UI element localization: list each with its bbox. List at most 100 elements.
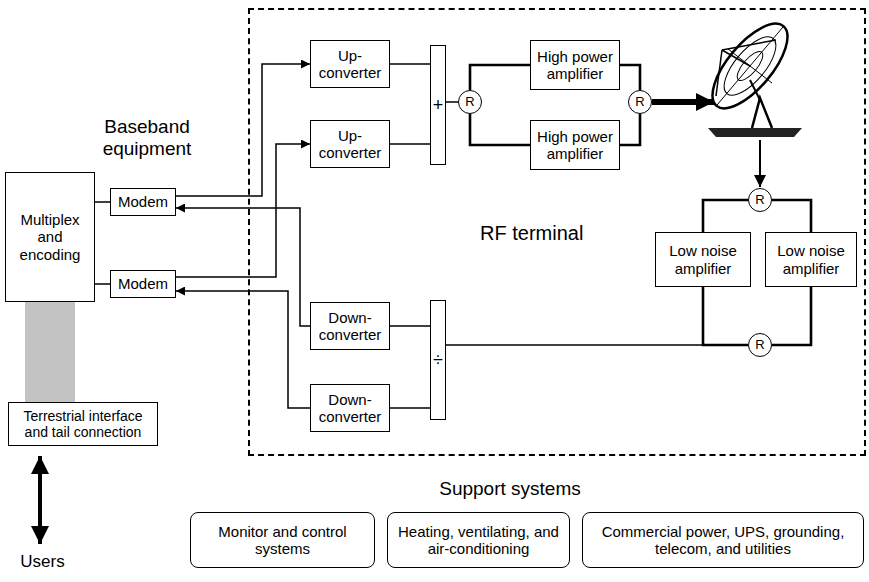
text-block: Up-converter <box>315 47 385 82</box>
signal-line <box>176 144 310 277</box>
feed-strut <box>722 40 776 50</box>
node-text: R <box>635 95 644 110</box>
feed-strut <box>716 50 722 96</box>
support-box: Commercial power, UPS, grounding, teleco… <box>582 512 864 568</box>
signal-line <box>703 287 748 345</box>
text-block: Modem <box>118 193 168 210</box>
text-block: Multiplex and encoding <box>10 211 90 263</box>
node-text: Down-converter <box>315 309 385 344</box>
group-heading: Baseband equipment <box>92 116 202 160</box>
node-text: High power amplifier <box>535 128 615 163</box>
text-block: + <box>433 95 444 116</box>
text-block: Down-converter <box>315 391 385 426</box>
node-text: Down-converter <box>315 391 385 426</box>
text-block: R <box>755 193 764 208</box>
node-text: Multiplex and encoding <box>10 211 90 263</box>
antenna-pedestal <box>752 98 772 128</box>
converter-box: Down-converter <box>310 302 390 350</box>
text-block: R <box>755 338 764 353</box>
text-block: High power amplifier <box>535 128 615 163</box>
node-text: Low noise amplifier <box>770 242 852 277</box>
text-block: Low noise amplifier <box>770 242 852 277</box>
node-text: ÷ <box>433 350 443 371</box>
rf-terminal-region: RF terminalUp-converterUp-converter+RHig… <box>248 8 866 456</box>
text-block: Commercial power, UPS, grounding, teleco… <box>592 523 854 558</box>
multiplex-box: Multiplex and encoding <box>5 172 95 302</box>
support-box: Monitor and control systems <box>190 512 375 568</box>
label-text: Baseband equipment <box>92 116 202 160</box>
signal-line <box>620 65 640 90</box>
actor-label: Users <box>5 552 80 572</box>
node-text: Up-converter <box>315 47 385 82</box>
node-text: High power amplifier <box>535 48 615 83</box>
modem-box: Modem <box>110 270 176 298</box>
text-block: ÷ <box>433 350 443 371</box>
text-block: Modem <box>118 275 168 292</box>
node-text: Heating, ventilating, and air-conditioni… <box>396 523 561 558</box>
dish-grid <box>715 29 784 103</box>
redundancy-switch: R <box>748 333 772 357</box>
label-text: Users <box>5 552 80 572</box>
text-block: Monitor and control systems <box>213 523 353 558</box>
node-text: Commercial power, UPS, grounding, teleco… <box>592 523 854 558</box>
node-text: Low noise amplifier <box>660 242 746 277</box>
antenna-base <box>708 128 802 137</box>
antenna-dish <box>700 12 802 137</box>
amplifier-box: Low noise amplifier <box>765 232 857 287</box>
node-text: + <box>433 95 444 116</box>
transmit-arrow <box>652 99 714 105</box>
text-block: Down-converter <box>315 309 385 344</box>
signal-line <box>390 325 430 327</box>
node-text: R <box>755 338 764 353</box>
converter-box: Up-converter <box>310 40 390 88</box>
group-heading: Support systems <box>420 478 600 500</box>
user-arrow <box>38 456 42 544</box>
feed-strut <box>722 50 750 66</box>
text-block: Heating, ventilating, and air-conditioni… <box>396 523 561 558</box>
signal-line <box>390 143 430 145</box>
node-text: Terrestrial interface and tail connectio… <box>13 408 153 440</box>
dish-rim <box>700 12 801 120</box>
text-block: Up-converter <box>315 127 385 162</box>
node-text: Modem <box>118 275 168 292</box>
interface-box: Terrestrial interface and tail connectio… <box>8 402 158 446</box>
signal-line <box>703 200 748 232</box>
text-block: RF terminal <box>480 222 583 245</box>
redundancy-switch: R <box>748 188 772 212</box>
node-text: RF terminal <box>480 222 583 245</box>
signal-line <box>446 344 748 346</box>
text-block: Terrestrial interface and tail connectio… <box>13 408 153 440</box>
signal-line <box>390 63 430 65</box>
signal-line <box>470 114 530 145</box>
node-text: Modem <box>118 193 168 210</box>
converter-box: Up-converter <box>310 120 390 168</box>
signal-line <box>176 64 310 196</box>
label-text: Support systems <box>420 478 600 500</box>
signal-line <box>470 65 530 90</box>
combiner-box: + <box>430 45 446 165</box>
signal-line <box>772 287 811 345</box>
signal-line <box>390 407 430 409</box>
node-text: Up-converter <box>315 127 385 162</box>
dish-grid <box>717 27 783 105</box>
node-text: Monitor and control systems <box>213 523 353 558</box>
text-block: High power amplifier <box>535 48 615 83</box>
text-block: R <box>635 95 644 110</box>
signal-line <box>95 201 110 203</box>
node-text: R <box>755 193 764 208</box>
signal-line <box>772 200 811 232</box>
text-block: Low noise amplifier <box>660 242 746 277</box>
redundancy-switch: R <box>458 90 482 114</box>
converter-box: Down-converter <box>310 384 390 432</box>
signal-line <box>620 114 640 145</box>
signal-line <box>95 283 110 285</box>
receive-arrow <box>759 140 761 187</box>
signal-line <box>176 291 310 408</box>
modem-box: Modem <box>110 188 176 216</box>
redundancy-switch: R <box>628 90 652 114</box>
node-text: R <box>465 95 474 110</box>
support-box: Heating, ventilating, and air-conditioni… <box>387 512 570 568</box>
text-block: R <box>465 95 474 110</box>
grey-band <box>25 302 75 402</box>
